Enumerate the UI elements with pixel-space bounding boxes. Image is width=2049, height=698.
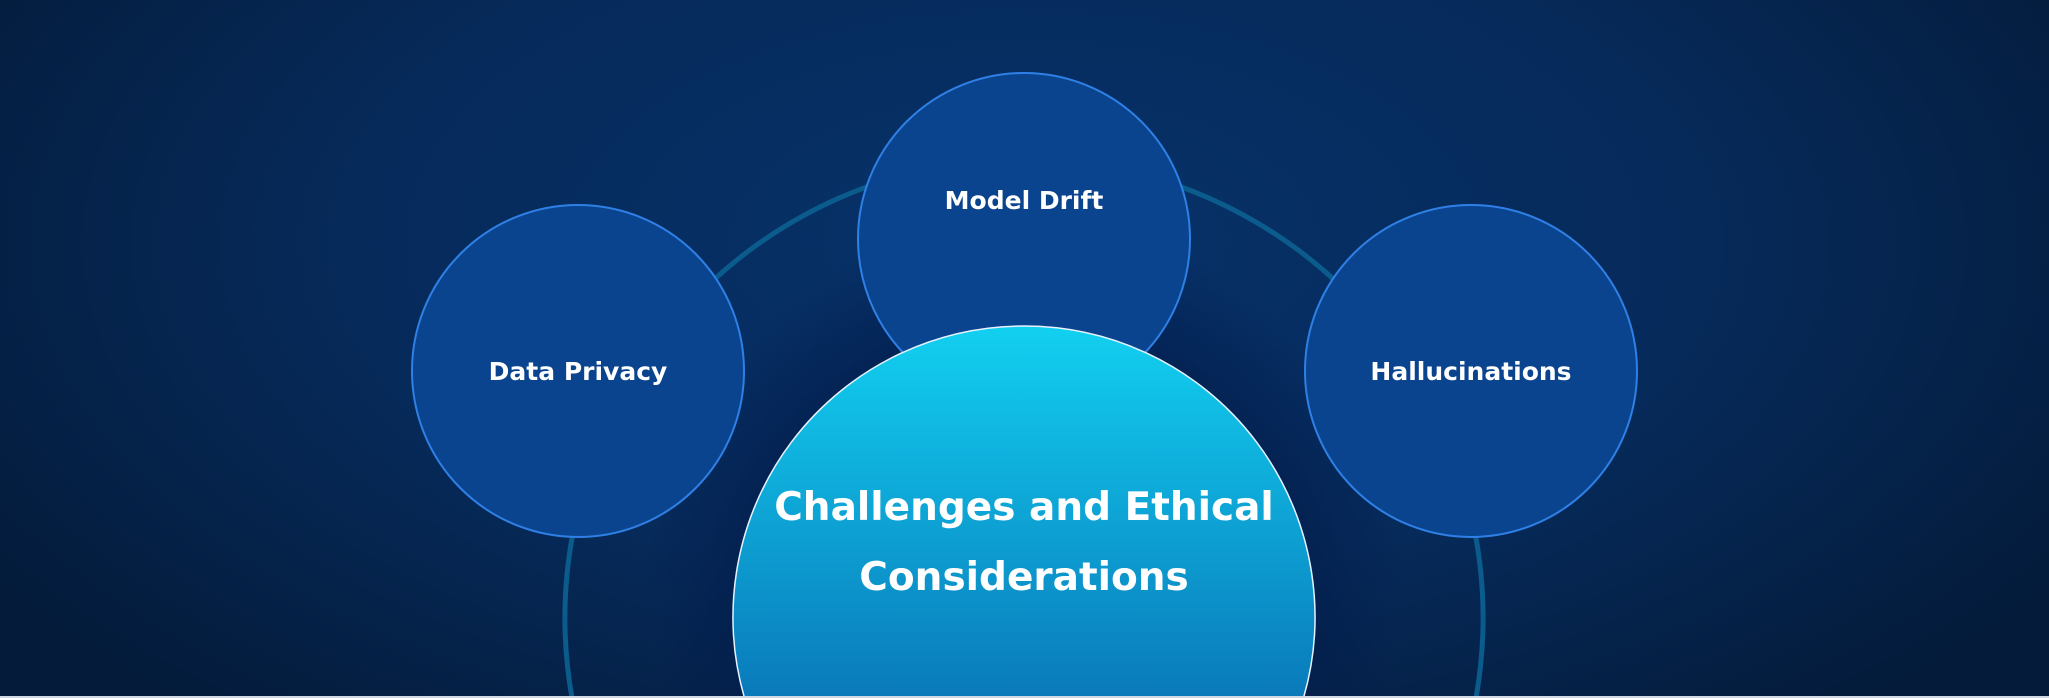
center-node: Challenges and Ethical Considerations: [732, 325, 1316, 698]
node-label: Data Privacy: [489, 357, 668, 386]
node-hallucinations: Hallucinations: [1304, 204, 1638, 538]
center-title-line2: Considerations: [859, 555, 1188, 600]
bottom-edge: [0, 696, 2049, 698]
center-title-line1: Challenges and Ethical: [774, 485, 1274, 530]
node-label: Model Drift: [945, 186, 1104, 215]
node-label: Hallucinations: [1370, 357, 1571, 386]
node-data-privacy: Data Privacy: [411, 204, 745, 538]
